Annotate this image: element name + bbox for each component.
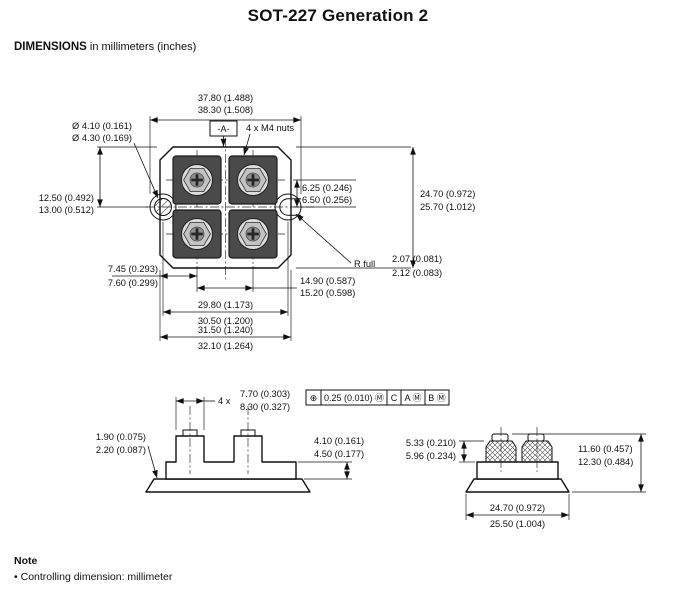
dim-row-offset: 6.25 (0.246) 6.50 (0.256) [293, 179, 356, 208]
datum-ref-a: A Ⓜ [404, 393, 421, 403]
dim-text-min: 7.45 (0.293) [108, 264, 158, 274]
dim-text-min: 31.50 (1.240) [198, 325, 253, 335]
dim-text-min: 5.33 (0.210) [406, 438, 456, 448]
note-bullet: • [14, 571, 18, 583]
terminal-nut-top-left [172, 155, 222, 205]
dim-text-max: 4.50 (0.177) [314, 449, 364, 459]
dim-slot-radius: R full 2.07 (0.081) 2.12 (0.083) [295, 213, 442, 278]
dim-text-max: 8.30 (0.327) [240, 402, 290, 412]
nuts-callout: 4 x M4 nuts [243, 123, 294, 156]
dim-text-max: 5.96 (0.234) [406, 451, 456, 461]
page-title: SOT-227 Generation 2 [247, 6, 429, 25]
dim-terminal-pitch: 14.90 (0.587) 15.20 (0.598) [197, 266, 355, 298]
dim-text-max: 25.50 (1.004) [490, 519, 545, 529]
dim-text-min: 1.90 (0.075) [96, 432, 146, 442]
leader-line [243, 133, 251, 156]
dim-hole-offset: 12.50 (0.492) 13.00 (0.512) [39, 146, 157, 215]
leader-line [295, 213, 352, 264]
dim-text-min: 37.80 (1.488) [198, 93, 253, 103]
dim-text-max: 32.10 (1.264) [198, 341, 253, 351]
terminal-nut-bottom-left [172, 209, 222, 259]
dim-body-depth: 24.70 (0.972) 25.70 (1.012) [296, 146, 475, 269]
dim-text-max: 6.50 (0.256) [302, 195, 352, 205]
dim-hole-pitch: 29.80 (1.173) 30.50 (1.200) [162, 222, 289, 326]
dim-nut-height: 5.33 (0.210) 5.96 (0.234) [406, 438, 484, 463]
top-view: 37.80 (1.488) 38.30 (1.508) Ø 4.10 (0.16… [39, 93, 476, 351]
dim-text-max: 7.60 (0.299) [108, 278, 158, 288]
datum-box [209, 120, 238, 137]
terminal-nut-top-right [228, 155, 278, 205]
dim-overall-height: 11.60 (0.457) 12.30 (0.484) [512, 433, 646, 493]
dimensions-subtitle: DIMENSIONS in millimeters (inches) [14, 41, 196, 53]
side-terminal-cap [491, 433, 509, 442]
side-body [476, 461, 559, 480]
dim-text-max: 2.20 (0.087) [96, 445, 146, 455]
datum-a-flag: -A- [209, 120, 238, 147]
front-baseplate [145, 478, 311, 493]
dim-text-max: 2.12 (0.083) [392, 268, 442, 278]
nuts-label: 4 x M4 nuts [246, 123, 294, 133]
note-item: • Controlling dimension: millimeter [14, 571, 172, 583]
note-heading: Note [14, 555, 38, 567]
datum-ref-c: C [391, 393, 398, 403]
front-body-profile [165, 435, 297, 480]
dim-text-min: 7.70 (0.303) [240, 389, 290, 399]
front-view: 4 x 7.70 (0.303) 8.30 (0.327) 1.90 (0.07… [96, 389, 364, 493]
dim-text-max: 12.30 (0.484) [578, 457, 633, 467]
terminal-nut-bottom-right [228, 209, 278, 259]
dim-text-min: 24.70 (0.972) [420, 189, 475, 199]
dim-hole-diameter: Ø 4.10 (0.161) Ø 4.30 (0.169) [72, 121, 159, 199]
dim-text-min: 14.90 (0.587) [300, 276, 355, 286]
dim-text-max: 38.30 (1.508) [198, 105, 253, 115]
dim-base-thickness: 1.90 (0.075) 2.20 (0.087) [96, 432, 158, 479]
dim-front-body-height: 4.10 (0.161) 4.50 (0.177) [298, 436, 364, 480]
dim-text-min: 11.60 (0.457) [578, 444, 633, 454]
dim-text-max: 15.20 (0.598) [300, 288, 355, 298]
dim-side-width: 24.70 (0.972) 25.50 (1.004) [465, 494, 570, 529]
leader-line [133, 142, 159, 199]
datum-ref-b: B Ⓜ [428, 393, 446, 403]
dim-text-min: 6.25 (0.246) [302, 183, 352, 193]
side-baseplate [465, 478, 570, 493]
dim-text-max: 25.70 (1.012) [420, 202, 475, 212]
dim-text-min: 12.50 (0.492) [39, 193, 94, 203]
dim-text-min: Ø 4.10 (0.161) [72, 121, 132, 131]
dim-base-width: 31.50 (1.240) 32.10 (1.264) [159, 270, 292, 351]
dimensions-units: in millimeters (inches) [86, 41, 197, 53]
dimensions-label: DIMENSIONS [14, 41, 87, 53]
dim-text-max: Ø 4.30 (0.169) [72, 133, 132, 143]
dim-text-max: 13.00 (0.512) [39, 205, 94, 215]
position-symbol: ⊕ [310, 393, 318, 403]
fcf-cell-datum-b [424, 389, 450, 406]
side-view: 5.33 (0.210) 5.96 (0.234) 11.60 (0.457) … [406, 427, 646, 529]
dim-tower-width: 4 x 7.70 (0.303) 8.30 (0.327) [175, 389, 290, 430]
dim-text-min: 2.07 (0.081) [392, 254, 442, 264]
count-prefix: 4 x [218, 396, 231, 406]
dim-text-min: 29.80 (1.173) [198, 300, 253, 310]
datum-label: -A- [218, 124, 230, 134]
dim-text-min: 4.10 (0.161) [314, 436, 364, 446]
note-text: Controlling dimension: millimeter [20, 571, 173, 583]
dim-overall-width: 37.80 (1.488) 38.30 (1.508) [149, 93, 302, 194]
feature-control-frame: ⊕ 0.25 (0.010) Ⓜ C A Ⓜ B Ⓜ [305, 389, 450, 406]
dim-text-min: 24.70 (0.972) [490, 503, 545, 513]
dim-terminal-edge-offset: 7.45 (0.293) 7.60 (0.299) [108, 264, 198, 292]
leader-line [147, 445, 158, 479]
radius-label: R full [354, 259, 375, 269]
side-terminal-cap [527, 433, 545, 442]
tolerance-value: 0.25 (0.010) Ⓜ [324, 393, 384, 403]
dim-text-max: 30.50 (1.200) [198, 316, 253, 326]
